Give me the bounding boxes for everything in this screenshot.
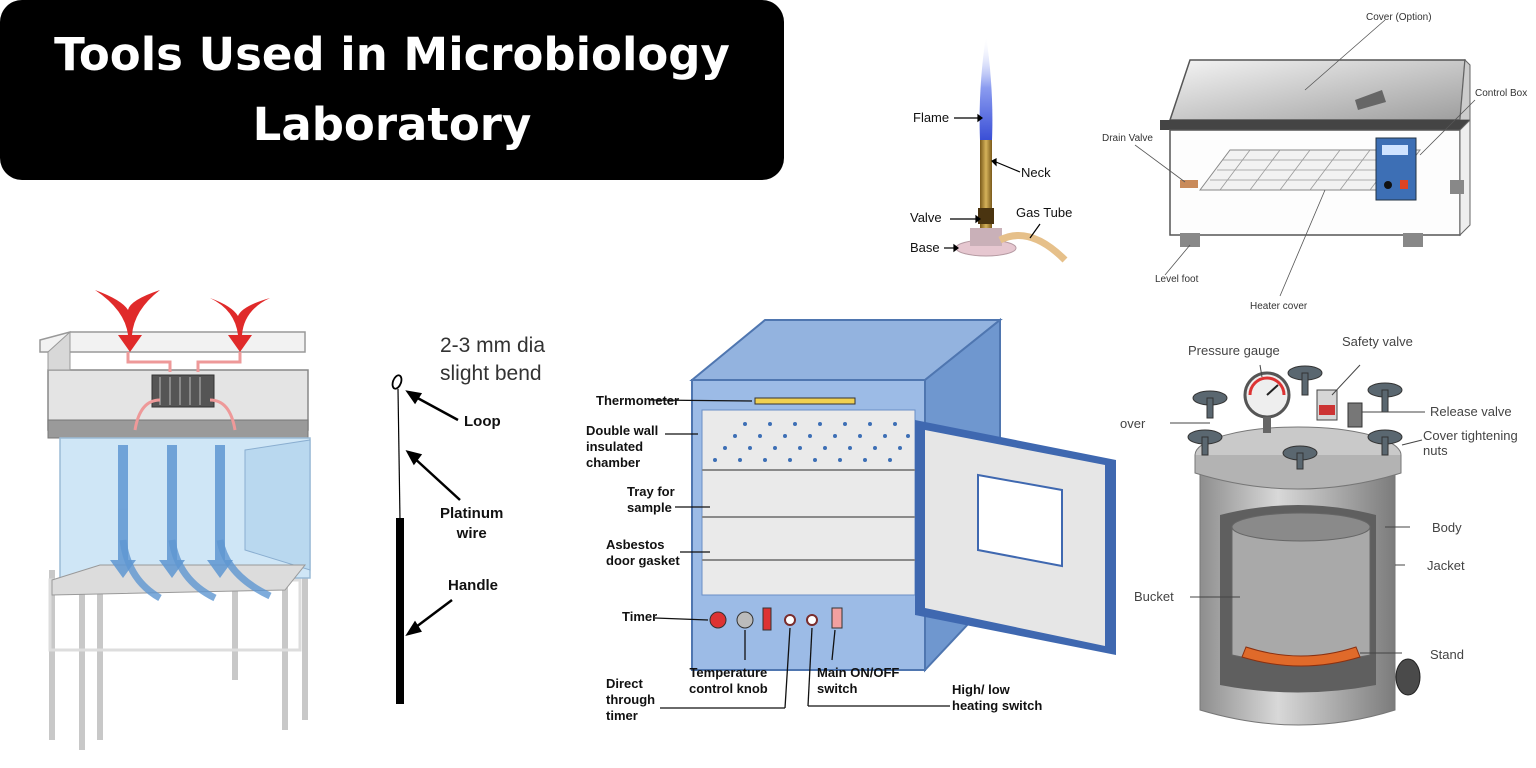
laminar-flow-hood-illustration [39, 290, 311, 750]
cover-label: over [1120, 416, 1146, 431]
bunsen-burner-illustration [944, 35, 1068, 263]
gas-tube-label: Gas Tube [1016, 205, 1073, 220]
drain-valve-label: Drain Valve [1102, 133, 1153, 144]
title-banner: Tools Used in Microbiology Laboratory [0, 0, 784, 180]
neck-label: Neck [1021, 165, 1051, 180]
safety-valve-label: Safety valve [1342, 334, 1413, 349]
thermometer-label: Thermometer [596, 393, 680, 408]
jacket-label: Jacket [1427, 558, 1465, 573]
autoclave-illustration [1170, 364, 1425, 726]
cover-option-label: Cover (Option) [1366, 12, 1432, 23]
water-bath-illustration [1134, 19, 1476, 297]
handle-label: Handle [448, 577, 499, 594]
heater-cover-label: Heater cover [1250, 301, 1308, 312]
base-label: Base [910, 240, 940, 255]
control-box-label: Control Box [1475, 88, 1528, 99]
flame-label: Flame [913, 110, 950, 125]
stand-label: Stand [1430, 647, 1464, 662]
inoculating-loop-illustration [391, 374, 461, 704]
loop-label: Loop [464, 413, 501, 430]
valve-label: Valve [910, 210, 942, 225]
title-line-1: Tools Used in Microbiology [54, 28, 730, 81]
timer-label: Timer [622, 609, 658, 624]
body-label: Body [1432, 520, 1462, 535]
title-line-2: Laboratory [252, 98, 532, 151]
level-foot-label: Level foot [1155, 274, 1199, 285]
bucket-label: Bucket [1134, 589, 1174, 604]
pressure-gauge-label: Pressure gauge [1188, 343, 1280, 358]
release-valve-label: Release valve [1430, 404, 1512, 419]
incubator-illustration [649, 317, 1116, 709]
